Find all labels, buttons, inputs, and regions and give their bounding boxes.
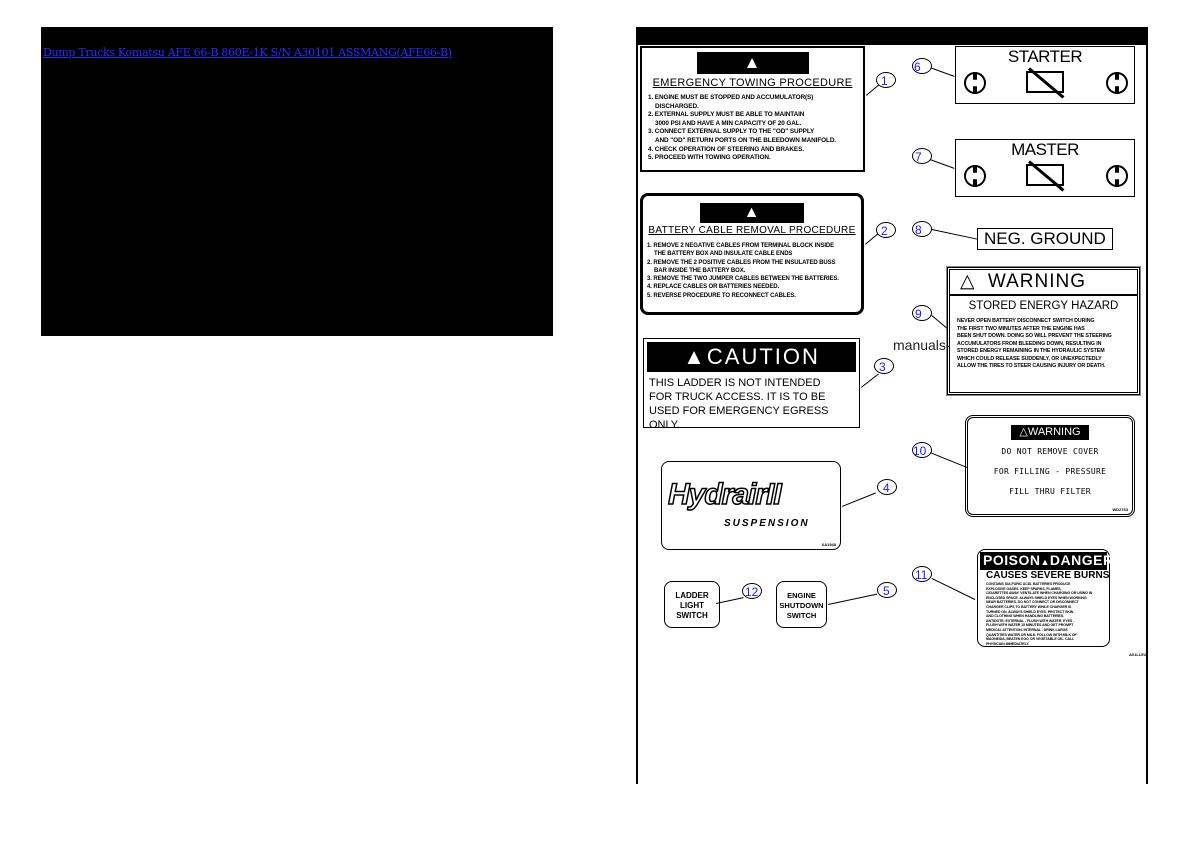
decal-instructions: 1. REMOVE 2 NEGATIVE CABLES FROM TERMINA… <box>647 243 839 299</box>
warning-header: ▲ WARNING <box>700 203 804 241</box>
key-switch-icon <box>1106 165 1128 187</box>
decal-master-switch: MASTER <box>955 139 1135 197</box>
callout-7: 7 <box>912 148 932 164</box>
callout-4: 4 <box>877 479 897 495</box>
callout-2: 2 <box>876 222 896 238</box>
page-top-bar <box>636 27 1148 45</box>
decal-starter-switch: STARTER <box>955 46 1135 104</box>
switch-title: STARTER <box>1007 47 1083 66</box>
warning-triangle-icon: ▲ <box>743 53 762 72</box>
switch-title: MASTER <box>1011 140 1079 159</box>
danger-header: POISON▲DANGER <box>980 552 1113 570</box>
warning-header: △ WARNING <box>950 270 1137 296</box>
decal-hydrair-suspension: HydrairII SUSPENSION XA1948 <box>661 461 841 550</box>
decal-ladder-light-switch: LADDER LIGHT SWITCH <box>664 581 720 628</box>
warning-header: ▲ WARNING <box>696 52 809 94</box>
part-number: XA1948 <box>821 542 836 547</box>
decal-title: BATTERY CABLE REMOVAL PROCEDURE <box>648 225 856 236</box>
decal-engine-shutdown-switch: ENGINE SHUTDOWN SWITCH <box>776 581 827 628</box>
caution-text: THIS LADDER IS NOT INTENDED FOR TRUCK AC… <box>649 377 829 431</box>
battery-icon <box>1026 71 1064 93</box>
key-switch-icon <box>964 72 986 94</box>
decal-battery-cable-removal: ▲ WARNING BATTERY CABLE REMOVAL PROCEDUR… <box>640 193 864 315</box>
callout-10: 10 <box>912 442 932 458</box>
decal-stored-energy-hazard: △ WARNING STORED ENERGY HAZARD NEVER OPE… <box>946 266 1141 396</box>
callout-8: 8 <box>912 221 932 237</box>
breadcrumb: Dump Trucks Komatsu AFE 66-B 860E-1K S/N… <box>43 46 452 59</box>
figure-code: A01LLE2 <box>1129 652 1147 657</box>
caution-header: ▲CAUTION <box>647 342 856 372</box>
danger-triangle-icon: ▲ <box>1040 557 1050 567</box>
warning-header: △WARNING <box>1011 425 1089 440</box>
page-border-right <box>1146 45 1148 784</box>
decal-instructions: NEVER OPEN BATTERY DISCONNECT SWITCH DUR… <box>957 318 1112 369</box>
decal-text: CONTAINS SULFURIC ACID. BATTERIES PRODUC… <box>986 582 1093 646</box>
battery-icon <box>1026 164 1064 186</box>
watermark-text: manuals- <box>893 337 951 353</box>
decal-title: EMERGENCY TOWING PROCEDURE <box>652 77 853 89</box>
key-switch-icon <box>1106 72 1128 94</box>
decal-text: DO NOT REMOVE COVER FOR FILLING - PRESSU… <box>993 447 1107 496</box>
callout-1: 1 <box>876 72 896 88</box>
callout-5: 5 <box>877 582 897 598</box>
callout-9: 9 <box>912 305 932 321</box>
switch-label: ENGINE SHUTDOWN SWITCH <box>779 591 824 620</box>
decal-poison-danger: POISON▲DANGER CAUSES SEVERE BURNS CONTAI… <box>977 549 1113 647</box>
key-switch-icon <box>964 165 986 187</box>
neg-ground-text: NEG. GROUND <box>984 229 1106 248</box>
decal-neg-ground: NEG. GROUND <box>977 228 1113 250</box>
warning-triangle-icon: ▲ <box>743 204 761 221</box>
decal-hydraulic-cover-warning: △WARNING DO NOT REMOVE COVER FOR FILLING… <box>965 415 1135 517</box>
decal-ladder-caution: ▲CAUTION THIS LADDER IS NOT INTENDED FOR… <box>643 338 860 431</box>
callout-11: 11 <box>912 566 932 582</box>
decal-title: CAUSES SEVERE BURNS <box>986 570 1110 581</box>
caution-triangle-icon: ▲ <box>683 344 707 369</box>
hydrair-subtitle: SUSPENSION <box>724 518 810 529</box>
part-number: WD2763 <box>1112 507 1128 512</box>
breadcrumb-link-model[interactable]: AFE 66-B 860E-1K S/N A30101 ASSMANG(AFE6… <box>167 46 452 59</box>
breadcrumb-link-dump-trucks[interactable]: Dump Trucks Komatsu <box>43 46 165 59</box>
warning-triangle-icon: △ <box>960 271 976 292</box>
decal-instructions: 1. ENGINE MUST BE STOPPED AND ACCUMULATO… <box>648 94 837 162</box>
callout-6: 6 <box>912 58 932 74</box>
decal-title: STORED ENERGY HAZARD <box>968 300 1119 312</box>
page-border-left <box>636 45 638 784</box>
decal-diagram-page <box>636 27 1148 784</box>
switch-label: LADDER LIGHT SWITCH <box>675 591 709 620</box>
decal-emergency-towing: ▲ WARNING EMERGENCY TOWING PROCEDURE 1. … <box>640 46 865 172</box>
callout-3: 3 <box>874 358 894 374</box>
hydrair-logo: HydrairII <box>667 477 782 512</box>
callout-12: 12 <box>742 583 762 599</box>
warning-triangle-icon: △ <box>1019 426 1028 438</box>
document-header-panel: Dump Trucks Komatsu AFE 66-B 860E-1K S/N… <box>41 27 553 336</box>
